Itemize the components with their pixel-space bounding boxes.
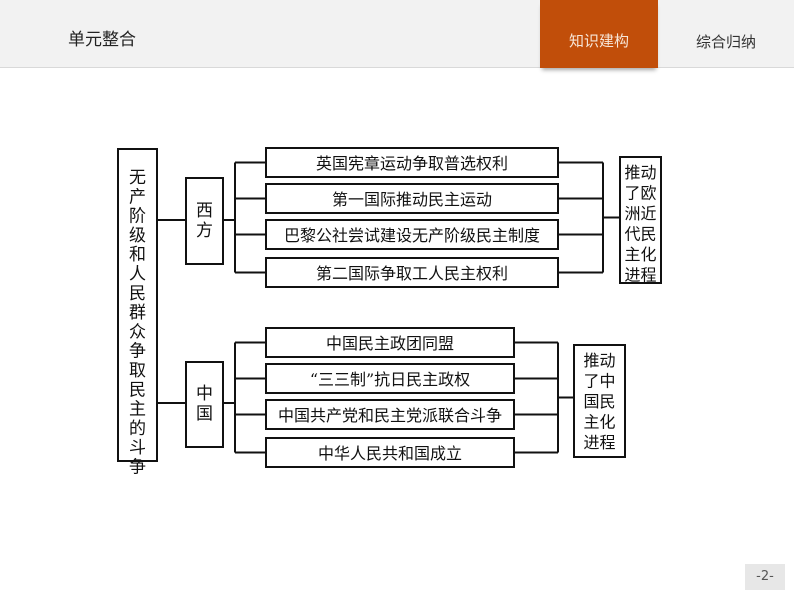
result-box-0: [619, 156, 662, 284]
item-label: 巴黎公社尝试建设无产阶级民主制度: [284, 226, 540, 245]
item-box: [265, 399, 515, 430]
result-label-char: 了: [624, 184, 640, 203]
result-label-char: 动: [640, 163, 656, 182]
item-label: 第一国际推动民主运动: [332, 190, 492, 209]
item-box: [265, 147, 559, 178]
branch-box-1: [185, 361, 224, 448]
root-label-char: 取: [129, 361, 146, 381]
item-box: [265, 257, 559, 288]
item-label: 第二国际争取工人民主权利: [316, 264, 508, 283]
item-box: [265, 183, 559, 214]
result-label-char: 进: [583, 433, 599, 452]
item-label: 英国宪章运动争取普选权利: [316, 154, 508, 173]
item-box: [265, 363, 515, 394]
root-label-char: 无: [129, 168, 146, 188]
result-label-char: 主: [583, 413, 599, 432]
tab-knowledge-construction[interactable]: 知识建构: [540, 0, 658, 68]
root-label-char: 人: [129, 265, 146, 285]
unit-title: 单元整合: [68, 30, 136, 50]
item-label: 中国民主政团同盟: [326, 334, 454, 353]
result-label-char: 民: [599, 392, 615, 411]
item-label: 中华人民共和国成立: [318, 444, 462, 463]
item-label: “三三制”抗日民主政权: [310, 370, 470, 389]
header-bar: 单元整合: [0, 0, 794, 68]
root-label-char: 级: [129, 226, 146, 246]
root-label-char: 群: [129, 303, 146, 323]
root-label-char: 争: [129, 342, 146, 362]
branch-label-char: 西: [196, 201, 213, 221]
root-label-char: 主: [129, 400, 146, 420]
result-label-char: 化: [640, 245, 656, 264]
result-label-char: 了: [583, 372, 599, 391]
root-label-char: 民: [129, 380, 146, 400]
result-label-char: 程: [599, 433, 615, 452]
result-box-1: [573, 344, 626, 458]
result-label-char: 中: [599, 372, 615, 391]
result-label-char: 近: [640, 204, 656, 223]
root-label-char: 阶: [129, 207, 146, 227]
result-label-char: 洲: [624, 204, 640, 223]
item-box: [265, 327, 515, 358]
page-number: -2-: [745, 564, 785, 590]
result-label-char: 进: [624, 266, 640, 285]
root-label-char: 的: [129, 419, 146, 439]
root-label-char: 争: [129, 458, 146, 478]
item-box: [265, 437, 515, 468]
item-label: 中国共产党和民主党派联合斗争: [278, 406, 502, 425]
branch-label-char: 国: [196, 404, 213, 424]
result-label-char: 国: [583, 392, 599, 411]
result-label-char: 推: [624, 163, 640, 182]
result-label-char: 动: [599, 351, 615, 370]
result-label-char: 民: [640, 225, 656, 244]
branch-label-char: 中: [196, 384, 213, 404]
result-label-char: 推: [583, 351, 599, 370]
root-box: [117, 148, 158, 462]
tab-comprehensive-summary[interactable]: 综合归纳: [695, 33, 756, 51]
result-label-char: 化: [599, 413, 615, 432]
root-label-char: 产: [129, 187, 146, 207]
result-label-char: 代: [624, 225, 640, 244]
result-label-char: 程: [640, 266, 656, 285]
item-box: [265, 219, 559, 250]
root-label-char: 民: [129, 284, 146, 304]
result-label-char: 欧: [640, 184, 656, 203]
root-label-char: 众: [129, 322, 146, 342]
root-label-char: 斗: [129, 438, 146, 458]
root-label-char: 和: [129, 245, 146, 265]
branch-label-char: 方: [196, 221, 213, 241]
result-label-char: 主: [624, 245, 640, 264]
